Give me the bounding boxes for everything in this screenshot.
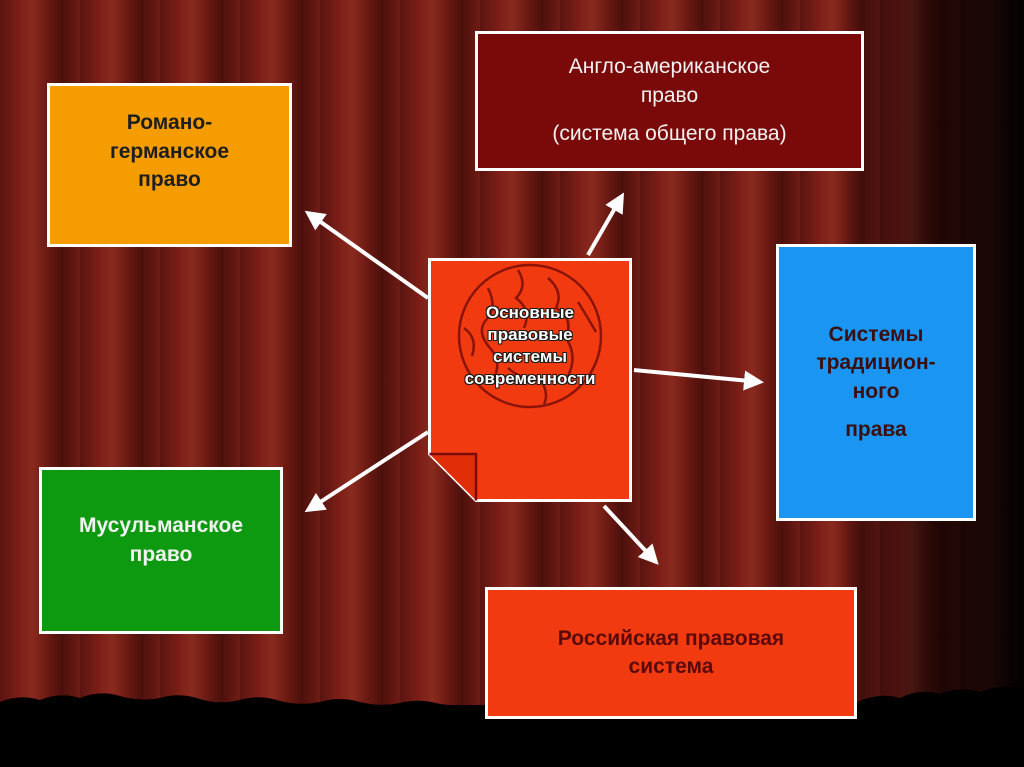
anglo-american-line-1: Англо-американское [568,55,771,79]
traditional-line-3: ного [852,379,900,403]
roman-germanic-line-1: Романо- [126,111,213,135]
arrow-to-muslim [304,430,430,513]
center-line-4: современности [464,369,596,389]
center-title: Основные правовые системы современности [428,302,632,390]
center-node [428,258,632,502]
muslim-line-2: право [129,542,193,566]
center-line-3: системы [492,347,567,367]
roman-germanic-line-3: право [138,168,201,192]
anglo-american-line-2: право [640,83,699,107]
arrow-to-traditional [633,368,764,391]
folded-page-icon [428,258,632,502]
muslim-law-box: Мусульманское право [39,467,283,634]
traditional-law-box: Системы традицион- ного права [776,244,976,521]
globe-icon [457,263,603,409]
traditional-line-4: права [845,417,907,441]
traditional-line-1: Системы [828,322,924,346]
russian-line-1: Российская правовая [557,626,785,650]
muslim-line-1: Мусульманское [78,514,244,538]
anglo-american-box: Англо-американское право (система общего… [475,31,864,171]
center-line-1: Основные [485,303,575,322]
anglo-american-line-3: (система общего права) [552,122,787,146]
arrow-to-roman-germanic [304,210,430,300]
traditional-line-2: традицион- [816,351,936,375]
arrow-to-russian [602,504,659,565]
russian-line-2: система [628,655,714,678]
arrow-to-anglo-american [586,192,624,256]
russian-system-box: Российская правовая система [485,587,857,719]
roman-germanic-line-2: германское [109,139,230,163]
roman-germanic-box: Романо- германское право [47,83,292,247]
center-line-2: правовые [487,325,573,345]
